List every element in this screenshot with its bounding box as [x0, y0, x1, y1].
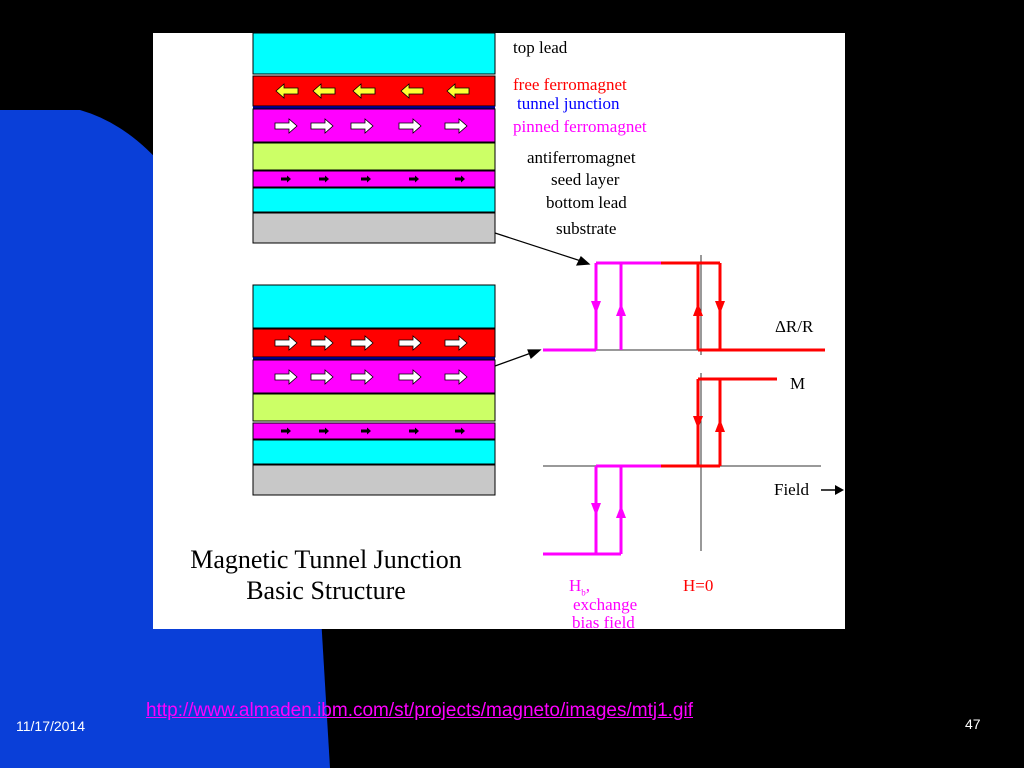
label-bottom-lead: bottom lead — [546, 193, 627, 212]
label-seed-layer: seed layer — [551, 170, 620, 189]
diagram-title-line1: Magnetic Tunnel Junction — [190, 545, 462, 574]
seed-layer — [252, 170, 496, 188]
footer-date: 11/17/2014 — [16, 718, 86, 734]
magnetization-loop — [543, 373, 821, 556]
pointer-lines — [494, 232, 591, 367]
mtj-diagram-svg — [252, 33, 844, 556]
tunnel-junction-layer — [253, 106, 495, 109]
label-field: Field — [774, 480, 809, 499]
top-lead-layer — [252, 33, 496, 75]
antiferromagnet-layer — [252, 142, 496, 171]
diagram-title-line2: Basic Structure — [246, 576, 406, 605]
top-layer-stack — [252, 33, 496, 244]
label-hb: Hb, — [569, 576, 591, 598]
bottom-lead-layer — [252, 187, 496, 213]
label-tunnel-junction: tunnel junction — [517, 94, 620, 113]
label-magnetization: M — [790, 374, 806, 393]
label-h-zero: H=0 — [683, 576, 714, 595]
mtj-figure: top lead free ferromagnet tunnel junctio… — [153, 33, 845, 629]
bottom-layer-stack — [252, 284, 496, 496]
resistance-loop — [543, 255, 825, 355]
field-arrow-icon — [821, 485, 844, 495]
label-bias-field: bias field — [572, 613, 635, 629]
page-number: 47 — [965, 716, 981, 732]
label-pinned-ferromagnet: pinned ferromagnet — [513, 117, 647, 136]
label-top-lead: top lead — [513, 38, 568, 57]
label-delta-r: ΔR/R — [775, 317, 814, 336]
label-exchange: exchange — [573, 595, 638, 614]
source-link[interactable]: http://www.almaden.ibm.com/st/projects/m… — [146, 700, 694, 721]
label-free-ferromagnet: free ferromagnet — [513, 75, 627, 94]
label-antiferromagnet: antiferromagnet — [527, 148, 636, 167]
label-substrate: substrate — [556, 219, 617, 238]
substrate-layer — [252, 212, 496, 244]
